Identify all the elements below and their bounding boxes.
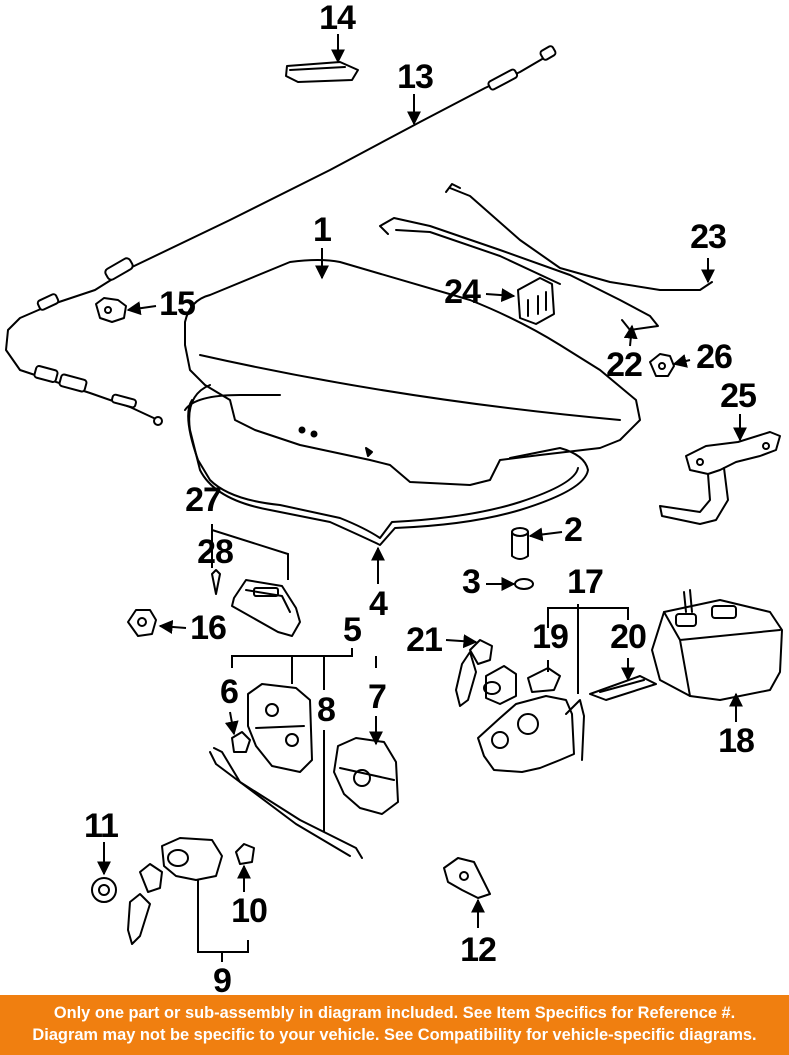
callout-10: 10 xyxy=(231,892,268,930)
part-8-rod xyxy=(209,747,363,859)
callout-6: 6 xyxy=(220,673,239,711)
part-3-grommet xyxy=(514,578,534,590)
part-15-clip xyxy=(95,297,127,323)
part-9-lock-cylinder xyxy=(127,837,223,945)
callout-2: 2 xyxy=(564,511,583,549)
callout-12: 12 xyxy=(460,931,497,969)
callout-23: 23 xyxy=(690,218,727,256)
part-10-clip xyxy=(235,843,255,865)
callout-4: 4 xyxy=(369,585,388,623)
part-25-hinge xyxy=(659,431,781,525)
part-13-release-cable xyxy=(5,45,557,426)
part-18-cover xyxy=(651,589,783,701)
part-5-latch xyxy=(247,683,313,773)
trunk-lid-parts-diagram xyxy=(5,34,783,962)
part-26-nut xyxy=(649,353,675,377)
disclaimer-banner: Only one part or sub-assembly in diagram… xyxy=(0,995,789,1055)
part-22-rod xyxy=(379,217,659,331)
callout-14: 14 xyxy=(319,0,356,37)
part-16-retainer xyxy=(127,609,157,637)
callout-7: 7 xyxy=(368,678,387,716)
part-11-nut xyxy=(91,877,117,903)
callout-28: 28 xyxy=(197,533,234,571)
callout-19: 19 xyxy=(532,618,569,656)
callout-21: 21 xyxy=(406,621,443,659)
callout-26: 26 xyxy=(696,338,733,376)
callout-18: 18 xyxy=(718,722,755,760)
part-20-plate xyxy=(589,675,657,701)
callout-1: 1 xyxy=(313,211,332,249)
callout-9: 9 xyxy=(213,962,232,1000)
callout-24: 24 xyxy=(444,273,481,311)
part-14-pad xyxy=(285,61,359,83)
callout-11: 11 xyxy=(84,807,119,845)
callout-16: 16 xyxy=(190,609,227,647)
part-12-bracket xyxy=(443,857,491,899)
part-17-latch-assembly xyxy=(477,695,585,773)
part-7-actuator xyxy=(333,737,399,815)
callout-20: 20 xyxy=(610,618,647,656)
part-1-trunk-lid xyxy=(184,259,641,486)
disclaimer-line-2: Diagram may not be specific to your vehi… xyxy=(32,1026,757,1044)
callout-22: 22 xyxy=(606,346,643,384)
part-28-pin xyxy=(211,569,221,595)
callout-13: 13 xyxy=(397,58,434,96)
callout-25: 25 xyxy=(720,377,757,415)
callout-27: 27 xyxy=(185,481,222,519)
leader-lines xyxy=(97,34,747,962)
part-2-bumper xyxy=(511,527,529,560)
part-23-rod xyxy=(445,183,713,291)
callout-5: 5 xyxy=(343,611,362,649)
part-21-key-cylinder xyxy=(455,639,517,707)
callout-15: 15 xyxy=(159,285,196,323)
callout-17: 17 xyxy=(567,563,604,601)
callout-3: 3 xyxy=(462,563,481,601)
part-6-clip xyxy=(231,731,251,753)
part-4-weatherstrip xyxy=(184,384,589,546)
part-19-plate xyxy=(527,667,561,693)
disclaimer-line-1: Only one part or sub-assembly in diagram… xyxy=(53,1004,736,1022)
part-27-light xyxy=(231,579,301,637)
callout-8: 8 xyxy=(317,691,336,729)
part-24-bracket xyxy=(517,277,555,325)
